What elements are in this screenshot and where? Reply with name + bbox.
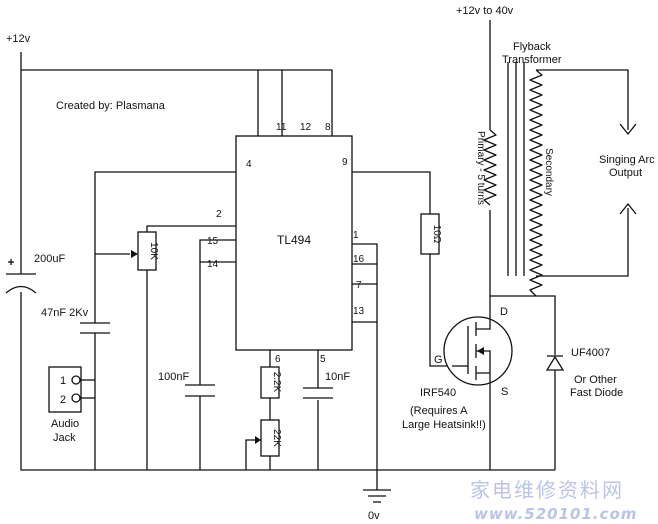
pin9-label: 9 [342, 157, 348, 168]
pin5-label: 5 [320, 354, 326, 365]
source-label: S [501, 386, 508, 398]
res-2k2-label: 2.2K [271, 372, 282, 393]
pin12-label: 12 [300, 122, 312, 133]
pin7-label: 7 [356, 280, 362, 291]
audio-jack [48, 366, 82, 413]
ground-label: 0v [368, 510, 380, 522]
labels: +12v +12v to 40v 0v Created by: Plasmana… [6, 5, 655, 522]
capacitor-100nf [185, 384, 215, 400]
jack-pin1-label: 1 [60, 375, 66, 387]
jack-label-line2: Jack [53, 432, 76, 444]
watermark: 家电维修资料网 www.520101.com [470, 478, 637, 523]
drain-label: D [500, 306, 508, 318]
transformer-title-line2: Transformer [502, 54, 562, 66]
res-10ohm-label: 10Ω [431, 225, 442, 244]
resistor-2k2 [260, 366, 280, 399]
capacitor-10nf [303, 387, 333, 399]
cap-47nf-label: 47nF 2Kv [41, 307, 89, 319]
pin15-label: 15 [207, 236, 219, 247]
wire-pins-16-7-13 [352, 243, 378, 323]
jack-label-line1: Audio [51, 418, 79, 430]
credit-text: Created by: Plasmana [56, 100, 166, 112]
transformer-title-line1: Flyback [513, 41, 551, 53]
jack-pin2-label: 2 [60, 394, 66, 406]
diode-label: UF4007 [571, 347, 610, 359]
wire-secondary-bottom [536, 208, 629, 277]
mosfet-note-line1: (Requires A [410, 405, 468, 417]
diode-note-line1: Or Other [574, 374, 617, 386]
cap-100nf-label: 100nF [158, 371, 189, 383]
wire-drain-diode [490, 295, 556, 355]
gate-label: G [434, 354, 443, 366]
wires [20, 20, 629, 490]
pin11-label: 11 [276, 122, 287, 133]
pin2-label: 2 [216, 209, 222, 220]
output-label-line2: Output [609, 167, 642, 179]
wire-pin2-top [146, 225, 236, 232]
capacitor-200uf [5, 259, 37, 294]
wire-22k-wiper [245, 439, 258, 470]
pin4-label: 4 [246, 159, 252, 170]
wire-pin9 [352, 171, 431, 214]
pot-22k-label: 22K [271, 429, 282, 447]
mosfet-label: IRF540 [420, 387, 456, 399]
diode-note-line2: Fast Diode [570, 387, 623, 399]
mosfet-note-line2: Large Heatsink!!) [402, 419, 486, 431]
pin1-label: 1 [353, 230, 359, 241]
pin8-label: 8 [325, 122, 331, 133]
pot-10k-label: 10K [148, 242, 159, 260]
mosfet-irf540 [443, 296, 513, 388]
pin14-label: 14 [207, 259, 219, 270]
left-rail-label: +12v [6, 33, 31, 45]
pin6-label: 6 [275, 354, 281, 365]
capacitor-47nf [80, 298, 110, 342]
watermark-line2: www.520101.com [474, 505, 637, 523]
arc-output-electrodes [619, 123, 637, 215]
potentiometer-22k [255, 419, 280, 457]
wire-gate [429, 254, 452, 367]
cap-10nf-label: 10nF [325, 371, 350, 383]
wire-pin15-pin14 [199, 239, 236, 263]
cap-200uf-label: 200uF [34, 253, 65, 265]
potentiometer-10k [131, 231, 157, 271]
secondary-label: Secondary [543, 148, 554, 196]
diode-uf4007 [545, 355, 565, 371]
rail-to-pins-12-8 [258, 69, 333, 136]
ground-symbol [363, 489, 391, 503]
output-label-line1: Singing Arc [599, 154, 655, 166]
wire-pin4 [94, 171, 236, 298]
hv-rail-label: +12v to 40v [456, 5, 514, 17]
pin16-label: 16 [353, 254, 365, 265]
ic-name-label: TL494 [277, 233, 311, 247]
pin13-label: 13 [353, 306, 365, 317]
flyback-transformer [483, 62, 543, 297]
ic-tl494 [235, 135, 353, 351]
watermark-line1: 家电维修资料网 [470, 478, 624, 502]
primary-label: Primary - 5 turns [475, 131, 486, 205]
resistor-10ohm [420, 213, 440, 255]
wire-secondary-top [536, 69, 629, 130]
